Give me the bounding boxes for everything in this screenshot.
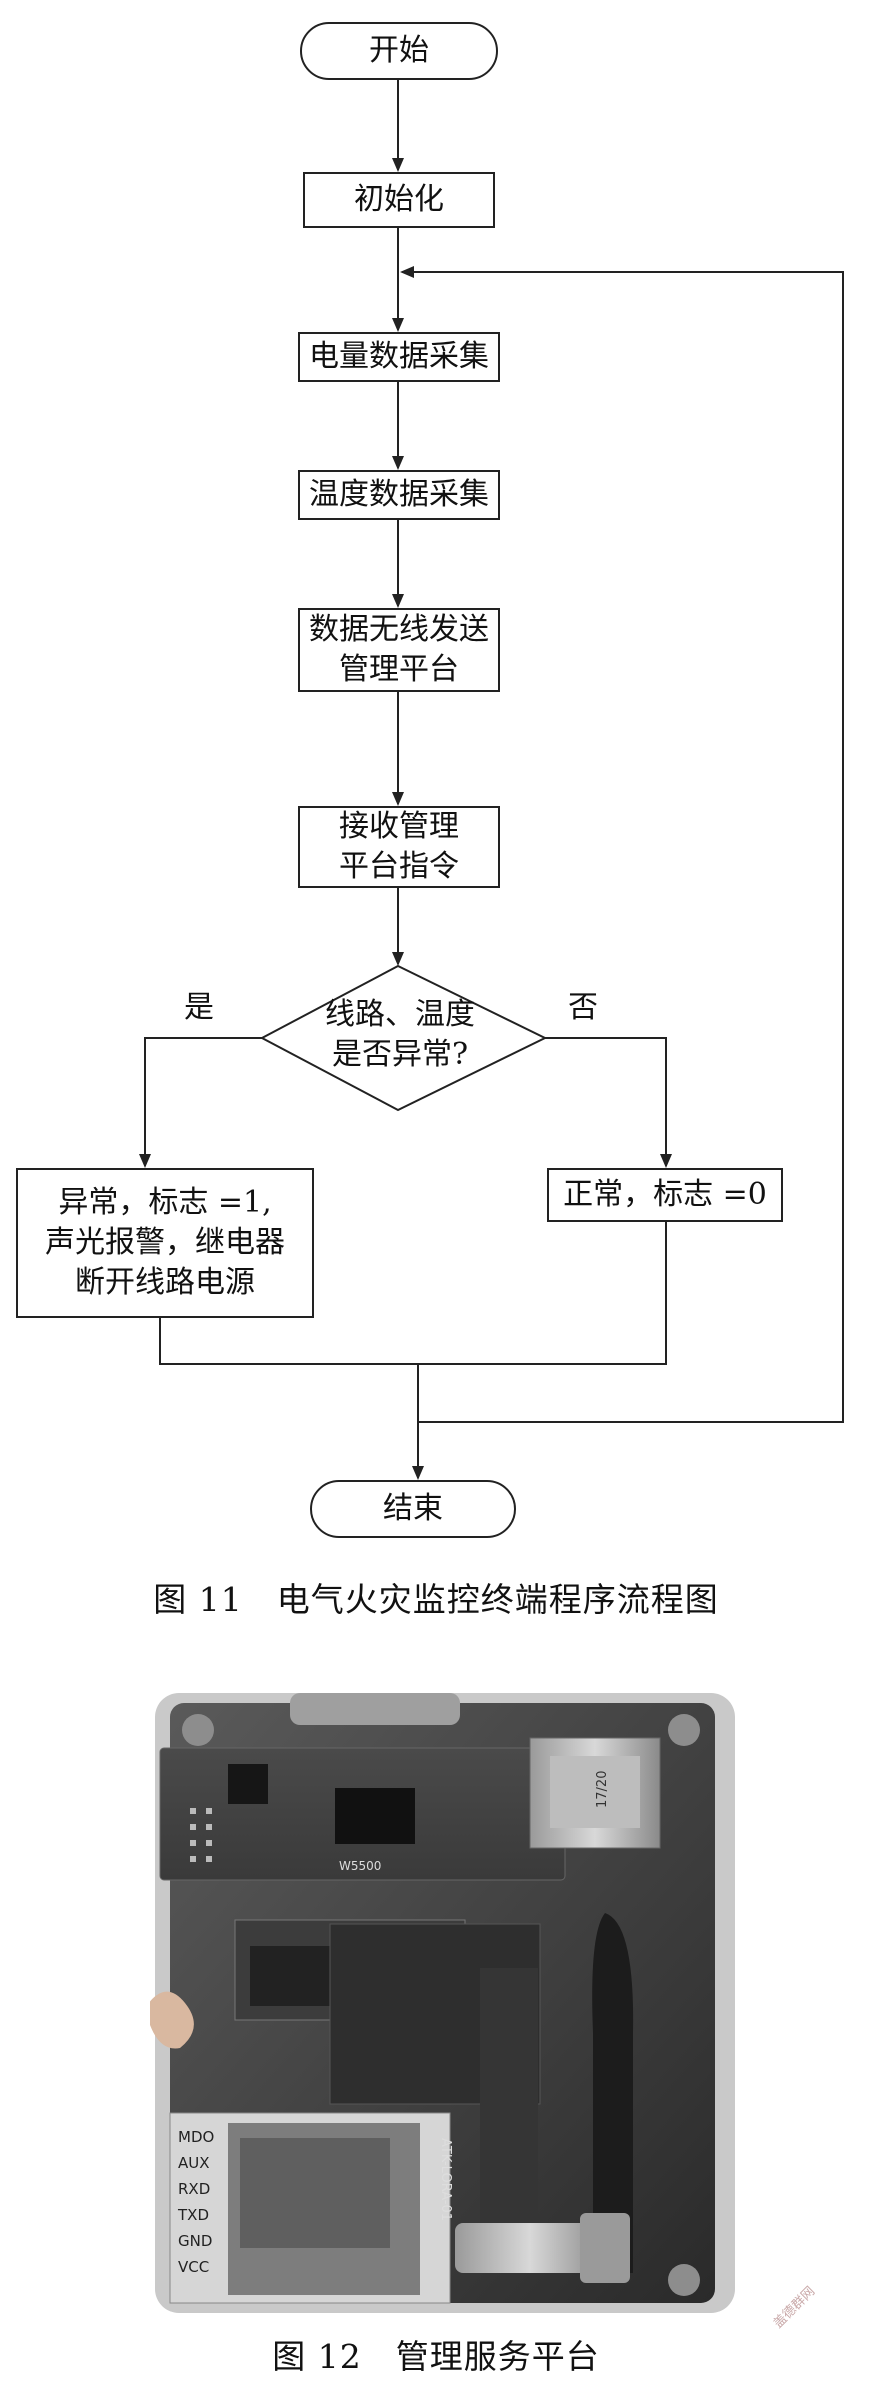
svg-text:GND: GND [178, 2232, 212, 2250]
power-collect-node: 电量数据采集 [298, 332, 500, 382]
svg-text:MDO: MDO [178, 2128, 214, 2146]
svg-text:TXD: TXD [177, 2206, 209, 2224]
hardware-photo: W5500 17/20 MDO AUX RXD TXD GND VCC ATK-… [150, 1693, 735, 2313]
figure-11-caption: 图 11 电气火灾监控终端程序流程图 [153, 1580, 719, 1619]
receive-command-node: 接收管理 平台指令 [298, 806, 500, 888]
flowchart-connectors [139, 80, 844, 1480]
start-node: 开始 [300, 22, 498, 80]
decision-diamond [259, 964, 548, 1112]
merge-right [418, 1222, 667, 1365]
loop-back-line [400, 266, 844, 1423]
yes-label: 是 [184, 990, 214, 1025]
svg-text:ATK-LORA-01: ATK-LORA-01 [438, 2138, 453, 2221]
svg-text:AUX: AUX [178, 2154, 210, 2172]
svg-text:RXD: RXD [178, 2180, 210, 2198]
arrow-no-branch [545, 1037, 672, 1168]
init-node: 初始化 [303, 172, 495, 228]
abnormal-node: 异常，标志 =1, 声光报警，继电器 断开线路电源 [16, 1168, 314, 1318]
merge-left [159, 1318, 418, 1365]
svg-text:17/20: 17/20 [595, 1771, 610, 1808]
ethernet-chip [335, 1788, 415, 1844]
normal-node: 正常，标志 =0 [547, 1168, 783, 1222]
svg-text:VCC: VCC [178, 2258, 209, 2276]
watermark-text: 盖德群网 [770, 2284, 819, 2332]
end-node: 结束 [310, 1480, 516, 1538]
temp-collect-node: 温度数据采集 [298, 470, 500, 520]
svg-text:W5500: W5500 [339, 1859, 381, 1873]
wireless-send-node: 数据无线发送 管理平台 [298, 608, 500, 692]
decision-text: 线路、温度 是否异常? [325, 997, 475, 1072]
sma-antenna-connector [455, 2223, 605, 2273]
arrow-yes-branch [139, 1037, 262, 1168]
no-label: 否 [568, 990, 598, 1025]
figure-12-caption: 图 12 管理服务平台 [272, 2337, 600, 2376]
